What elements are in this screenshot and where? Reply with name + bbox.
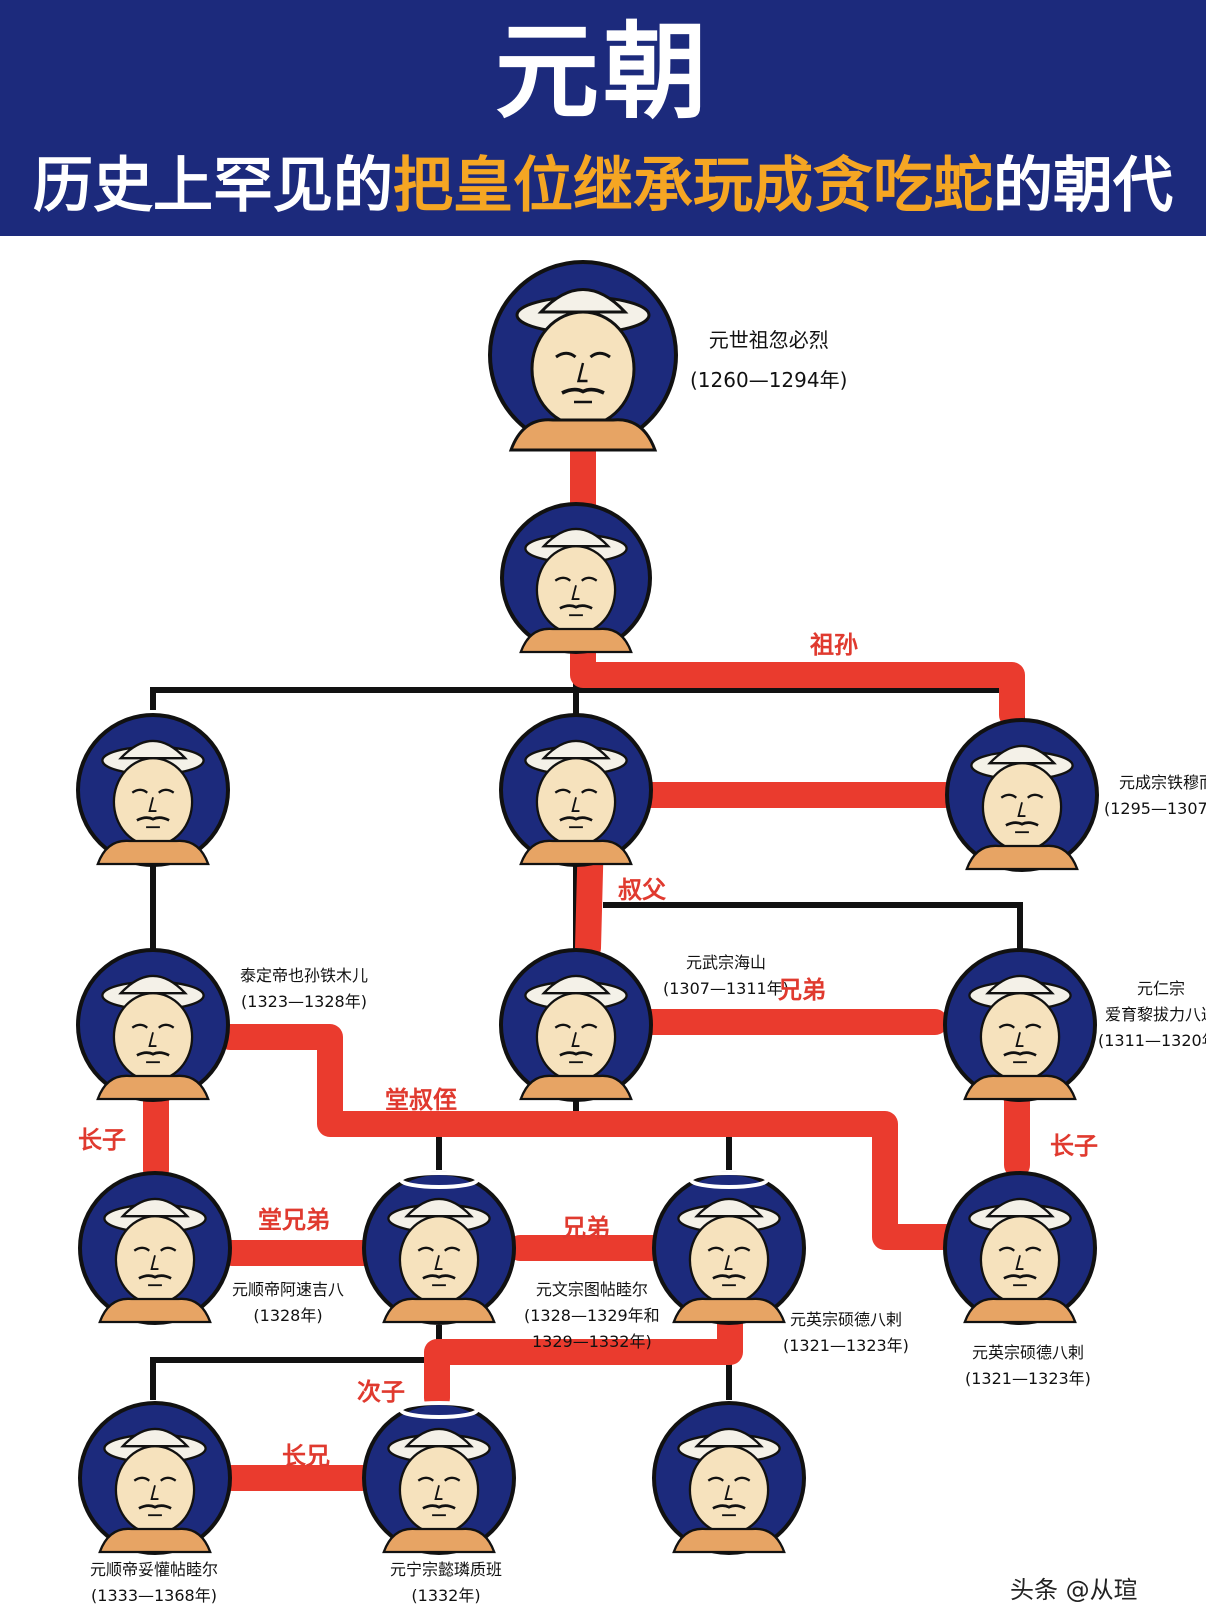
reign-years: (1323—1328年): [241, 992, 367, 1011]
emperor-name: 元武宗海山: [685, 953, 766, 972]
relation-label: 兄弟: [562, 1214, 610, 1242]
relation-label: 祖孙: [810, 631, 858, 659]
label-ragibagh: 元顺帝阿速吉八 (1328年): [232, 1277, 344, 1329]
relation-label: 次子: [357, 1378, 405, 1406]
label-shidebala: 元英宗硕德八剌 (1321—1323年): [965, 1340, 1091, 1392]
relation-label: 堂兄弟: [258, 1206, 330, 1234]
reign-years: (1307—1311年): [663, 979, 789, 998]
relation-label: 长兄: [282, 1442, 330, 1470]
halo: [399, 1401, 479, 1419]
label-ayurbarwada: 元仁宗 爱育黎拔力八达 (1311—1320年): [1098, 976, 1206, 1054]
halo: [689, 1171, 769, 1189]
subtitle-highlight: 把皇位继承玩成贪吃蛇: [393, 151, 993, 221]
portrait-ayurbarwada: [943, 948, 1097, 1102]
label-khaishan: 元武宗海山 (1307—1311年): [663, 950, 789, 1002]
portrait-toghon: [78, 1401, 232, 1555]
label-kusala: 元英宗硕德八剌 (1321—1323年): [783, 1307, 909, 1359]
portrait-ragibagh: [78, 1171, 232, 1325]
reign-years: (1328—1329年和: [524, 1306, 660, 1325]
page-title: 元朝: [494, 11, 711, 133]
portrait-khaishan: [499, 948, 653, 1102]
emperor-name: 元文宗图帖睦尔: [535, 1280, 648, 1299]
reign-years: (1321—1323年): [783, 1336, 909, 1355]
portrait-darmabala: [499, 713, 653, 867]
reign-years: (1321—1323年): [965, 1369, 1091, 1388]
portrait-shidebala: [943, 1171, 1097, 1325]
emperor-name: 元英宗硕德八剌: [789, 1310, 902, 1329]
emperor-name: 元顺帝妥懽帖睦尔: [90, 1560, 219, 1579]
reign-years: (1333—1368年): [91, 1586, 217, 1605]
emperor-name: 元仁宗: [1136, 979, 1185, 998]
label-toghon: 元顺帝妥懽帖睦尔 (1333—1368年): [90, 1557, 218, 1609]
portrait-yesun: [76, 948, 230, 1102]
reign-years: (1311—1320年): [1098, 1031, 1206, 1050]
label-yesun: 泰定帝也孙铁木儿 (1323—1328年): [240, 963, 368, 1015]
emperor-name: 元世祖忽必烈: [708, 328, 829, 352]
emperor-name: 元宁宗懿璘质班: [390, 1560, 503, 1579]
reign-years-2: 1329—1332年): [532, 1332, 652, 1351]
relation-label: 兄弟: [778, 976, 826, 1004]
label-tugh: 元文宗图帖睦尔 (1328—1329年和 1329—1332年): [524, 1277, 660, 1355]
subtitle-pre: 历史上罕见的: [33, 151, 393, 221]
halo: [399, 1171, 479, 1189]
label-rinchinbal: 元宁宗懿璘质班 (1332年): [390, 1557, 502, 1609]
emperor-name: 泰定帝也孙铁木儿: [240, 966, 369, 985]
portrait-kublai: [488, 260, 678, 452]
emperor-name-2: 爱育黎拔力八达: [1104, 1005, 1206, 1024]
succession-line: [424, 1305, 743, 1411]
portrait-tugh: [362, 1171, 516, 1325]
header-banner: 元朝 历史上罕见的把皇位继承玩成贪吃蛇的朝代: [0, 0, 1206, 236]
emperor-name: 元成宗铁穆而: [1118, 773, 1206, 792]
portrait-kusala: [652, 1171, 806, 1325]
portrait-rinchinbal: [362, 1401, 516, 1555]
relation-label: 堂叔侄: [385, 1086, 457, 1114]
label-temur: 元成宗铁穆而 (1295—1307年): [1104, 770, 1206, 822]
family-line: [603, 902, 1023, 950]
subtitle-post: 的朝代: [993, 151, 1173, 221]
emperor-name: 元英宗硕德八剌: [971, 1343, 1084, 1362]
portrait-temur: [945, 718, 1099, 872]
relation-label: 叔父: [618, 876, 666, 904]
reign-years: (1295—1307年): [1104, 799, 1206, 818]
reign-years: (1332年): [411, 1586, 481, 1605]
page-subtitle: 历史上罕见的把皇位继承玩成贪吃蛇的朝代: [0, 148, 1206, 224]
portrait-kammala: [76, 713, 230, 867]
relation-label: 长子: [1050, 1132, 1098, 1160]
portrait-unnamed: [652, 1401, 806, 1555]
succession-line: [217, 1024, 963, 1250]
reign-years: (1328年): [253, 1306, 323, 1325]
relation-label: 长子: [78, 1126, 126, 1154]
emperor-name: 元顺帝阿速吉八: [232, 1280, 345, 1299]
watermark: 头条 @从瑄: [1010, 1576, 1138, 1604]
portrait-zhenjin: [500, 502, 652, 654]
label-kublai: 元世祖忽必烈 (1260—1294年): [690, 320, 847, 400]
reign-years: (1260—1294年): [690, 368, 848, 392]
